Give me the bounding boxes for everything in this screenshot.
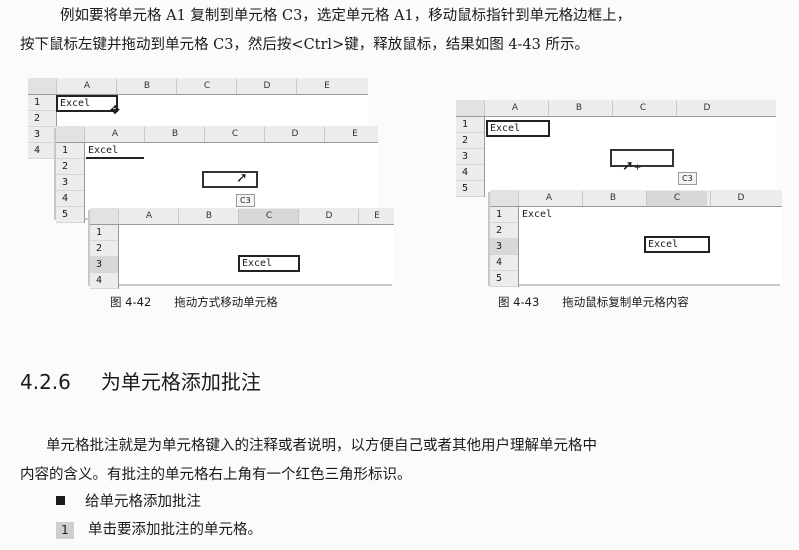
intro-paragraph: 例如要将单元格 A1 复制到单元格 C3，选定单元格 A1，移动鼠标指针到单元格… xyxy=(20,2,790,60)
subheading: 给单元格添加批注 xyxy=(56,490,201,511)
row-header: 2 xyxy=(456,133,484,149)
column-header: D xyxy=(264,127,325,142)
column-header: D xyxy=(298,209,359,224)
square-bullet-icon xyxy=(56,496,65,505)
column-header: A xyxy=(84,127,145,142)
column-header: C xyxy=(238,209,299,224)
column-header: B xyxy=(178,209,239,224)
fig42-cell-a1-text: Excel xyxy=(86,144,144,159)
fig43-sheet-1: A B C D 1 2 3 4 5 Excel ➚+ C3 xyxy=(456,100,776,197)
fig42-sheet-2-row-headers: 1 2 3 4 5 xyxy=(56,143,85,223)
row-header: 3 xyxy=(490,239,518,255)
row-header: 4 xyxy=(28,143,56,159)
row-header: 3 xyxy=(56,175,84,191)
column-header: A xyxy=(484,101,545,116)
row-header: 2 xyxy=(28,111,56,127)
step-text: 单击要添加批注的单元格。 xyxy=(88,522,262,538)
fig42-sheet-3: A B C D E 1 2 3 4 Excel xyxy=(90,208,394,289)
column-header: D xyxy=(710,191,771,206)
column-header: A xyxy=(118,209,179,224)
fig43-cell-c3[interactable]: Excel xyxy=(644,236,710,253)
position-tooltip: C3 xyxy=(236,194,255,207)
intro-line-2: 按下鼠标左键并拖动到单元格 C3，然后按<Ctrl>键，释放鼠标，结果如图 4-… xyxy=(20,37,590,53)
fig43-cell-a1[interactable]: Excel xyxy=(486,120,550,137)
fig43-sheet-2-row-headers: 1 2 3 4 5 xyxy=(490,207,519,287)
column-header: A xyxy=(518,191,579,206)
figure-4-43: A B C D 1 2 3 4 5 Excel ➚+ C3 A B C D 1 … xyxy=(456,100,786,309)
body-line-2: 内容的含义。有批注的单元格右上角有一个红色三角形标识。 xyxy=(20,467,412,483)
row-header: 4 xyxy=(90,273,118,289)
column-header: E xyxy=(324,127,385,142)
drag-outline xyxy=(202,171,258,188)
move-cursor-icon: ✥ xyxy=(110,103,121,117)
row-header: 1 xyxy=(456,117,484,133)
row-header: 2 xyxy=(90,241,118,257)
row-header: 2 xyxy=(490,223,518,239)
pointer-cursor-icon: ➚ xyxy=(236,170,248,186)
row-header: 1 xyxy=(56,143,84,159)
row-header: 1 xyxy=(90,225,118,241)
copy-cursor-icon: ➚+ xyxy=(622,158,642,174)
fig43-sheet-2-col-headers: A B C D xyxy=(518,190,782,207)
fig43-sheet-1-col-headers: A B C D xyxy=(484,100,776,117)
fig42-cell-a1[interactable]: Excel xyxy=(56,95,118,112)
column-header: B xyxy=(582,191,643,206)
row-header: 5 xyxy=(490,271,518,287)
column-header: B xyxy=(144,127,205,142)
column-header: D xyxy=(236,79,297,94)
section-heading: 4.2.6 为单元格添加批注 xyxy=(20,366,261,395)
fig42-sheet-2-col-headers: A B C D E xyxy=(84,126,378,143)
body-paragraph: 单元格批注就是为单元格键入的注释或者说明，以方便自己或者其他用户理解单元格中 内… xyxy=(20,432,597,490)
fig42-sheet-3-col-headers: A B C D E xyxy=(118,208,394,225)
fig43-sheet-2: A B C D 1 2 3 4 5 Excel Excel xyxy=(490,190,782,287)
step-1: 1 单击要添加批注的单元格。 xyxy=(56,518,262,539)
column-header: C xyxy=(646,191,707,206)
figure-caption-4-42: 图 4-42 拖动方式移动单元格 xyxy=(110,295,278,309)
fig42-sheet-1-col-headers: A B C D E xyxy=(56,78,368,95)
row-header: 4 xyxy=(456,165,484,181)
column-header: C xyxy=(204,127,265,142)
row-header: 1 xyxy=(28,95,56,111)
intro-line-1: 例如要将单元格 A1 复制到单元格 C3，选定单元格 A1，移动鼠标指针到单元格… xyxy=(60,8,632,24)
fig42-sheet-2: A B C D E 1 2 3 4 5 Excel ➚ C3 xyxy=(56,126,378,223)
position-tooltip: C3 xyxy=(678,172,697,185)
row-header: 2 xyxy=(56,159,84,175)
column-header: D xyxy=(676,101,737,116)
subheading-text: 给单元格添加批注 xyxy=(85,494,201,510)
row-header: 4 xyxy=(490,255,518,271)
row-header: 3 xyxy=(456,149,484,165)
fig43-sheet-1-row-headers: 1 2 3 4 5 xyxy=(456,117,485,197)
row-header: 3 xyxy=(28,127,56,143)
row-header: 5 xyxy=(456,181,484,197)
fig42-sheet-1-row-headers: 1 2 3 4 xyxy=(28,95,57,159)
figure-4-42: A B C D E 1 2 3 4 Excel ✥ A B C D E 1 2 … xyxy=(28,78,396,309)
fig42-sheet-3-row-headers: 1 2 3 4 xyxy=(90,225,119,289)
fig43-cell-a1-text: Excel xyxy=(522,209,553,220)
step-number-badge: 1 xyxy=(56,522,74,539)
column-header: C xyxy=(612,101,673,116)
row-header: 3 xyxy=(90,257,118,273)
row-header: 1 xyxy=(490,207,518,223)
column-header: B xyxy=(548,101,609,116)
drag-outline xyxy=(610,149,674,167)
fig42-cell-c3[interactable]: Excel xyxy=(238,255,300,272)
column-header: E xyxy=(296,79,357,94)
body-line-1: 单元格批注就是为单元格键入的注释或者说明，以方便自己或者其他用户理解单元格中 xyxy=(46,438,597,454)
row-header: 5 xyxy=(56,207,84,223)
column-header: C xyxy=(176,79,237,94)
section-number: 4.2.6 xyxy=(20,370,71,394)
column-header: E xyxy=(358,209,395,224)
row-header: 4 xyxy=(56,191,84,207)
column-header: B xyxy=(116,79,177,94)
column-header: A xyxy=(56,79,117,94)
figure-caption-4-43: 图 4-43 拖动鼠标复制单元格内容 xyxy=(498,295,689,309)
section-title: 为单元格添加批注 xyxy=(100,370,261,394)
